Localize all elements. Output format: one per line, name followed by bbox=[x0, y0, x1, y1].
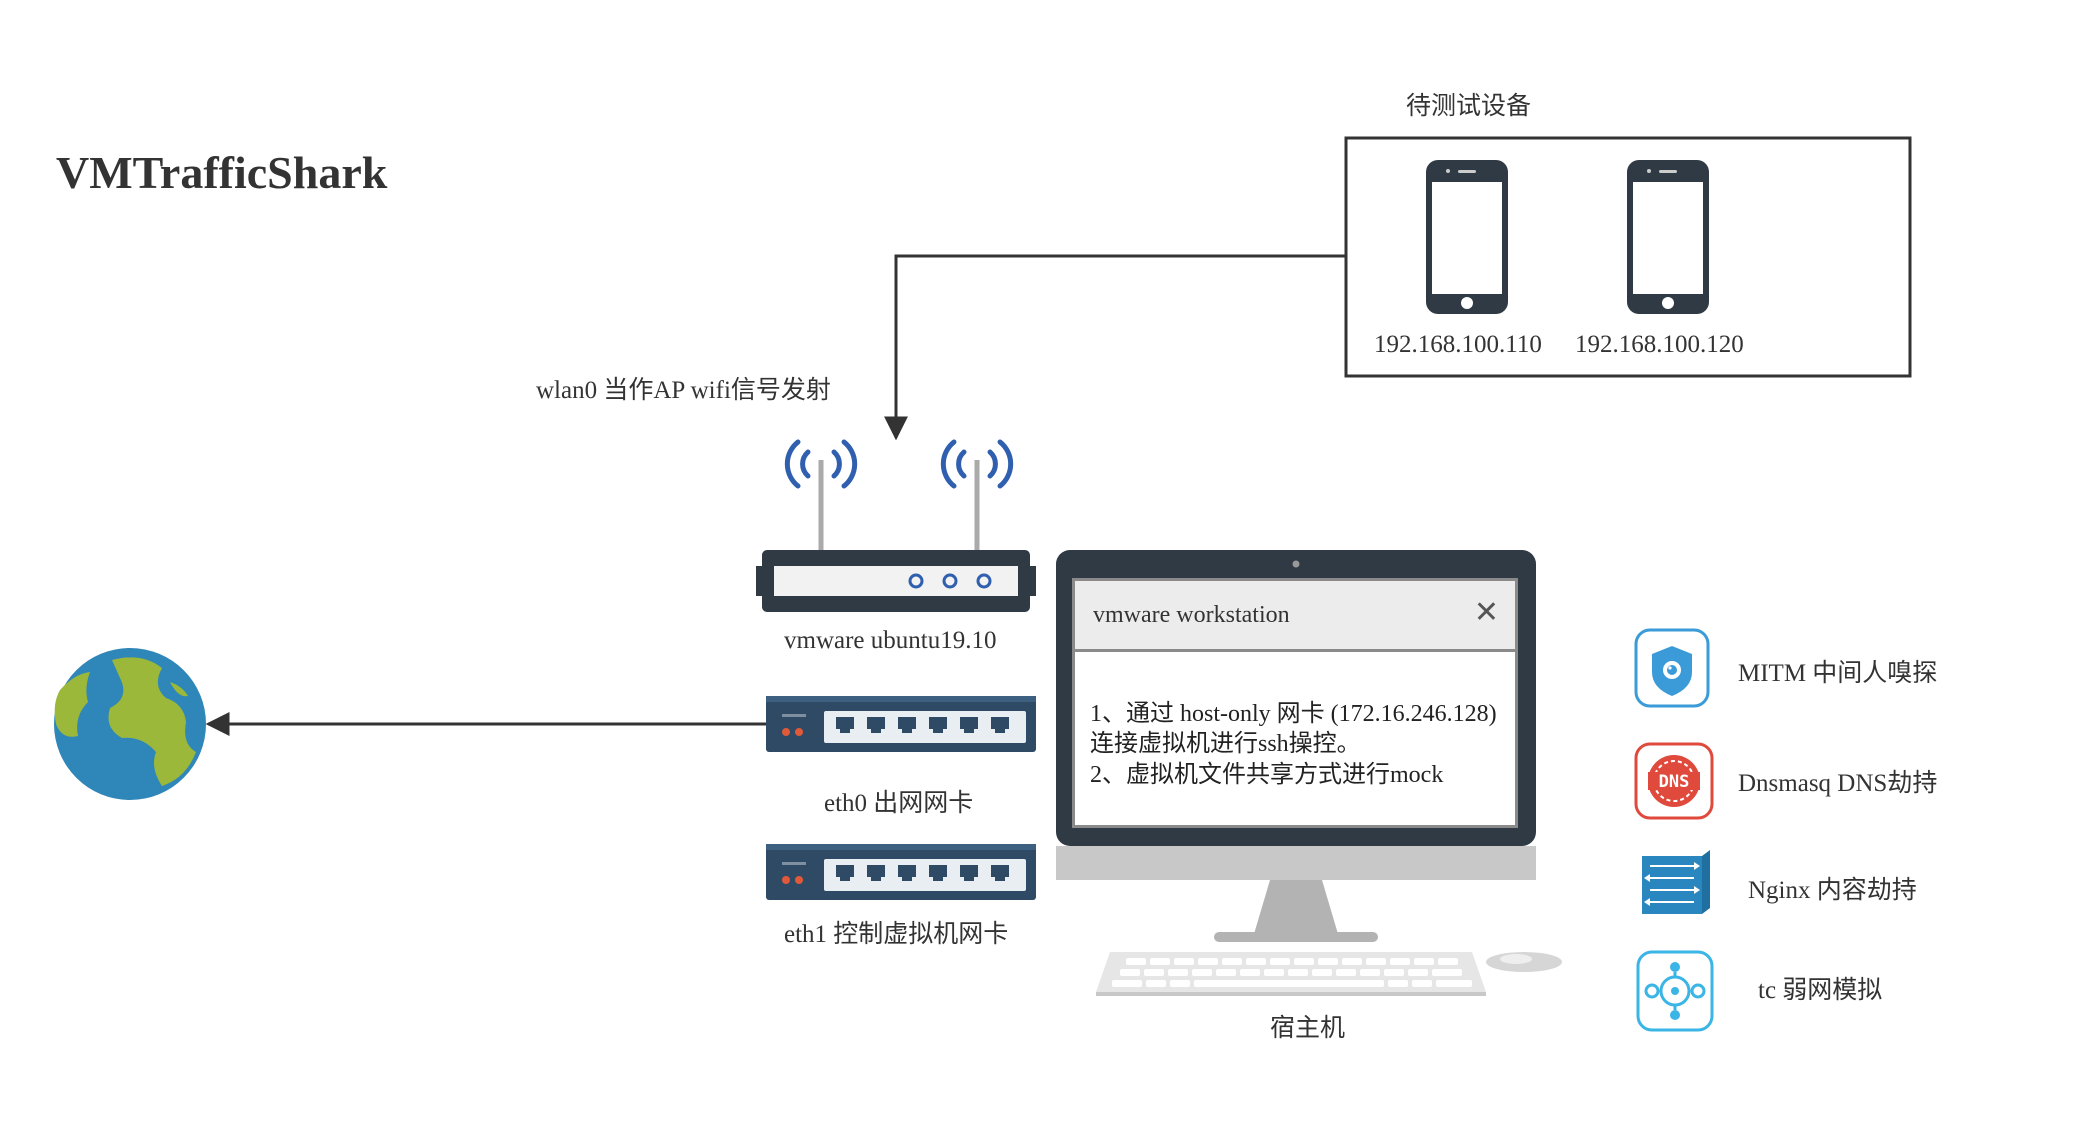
vm-window-title: vmware workstation bbox=[1093, 602, 1290, 628]
vm-window: vmware workstation ✕ bbox=[1072, 578, 1518, 828]
vm-note-line: 连接虚拟机进行ssh操控。 bbox=[1090, 731, 1361, 757]
network-hub-icon bbox=[1636, 950, 1714, 1032]
eth0-label: eth0 出网网卡 bbox=[824, 790, 974, 817]
shield-camera-icon bbox=[1634, 628, 1710, 708]
eth1-label: eth1 控制虚拟机网卡 bbox=[784, 921, 1009, 948]
keyboard-icon bbox=[1096, 952, 1486, 996]
page-title: VMTrafficShark bbox=[56, 147, 388, 198]
vm-note-line: 1、通过 host-only 网卡 (172.16.246.128) bbox=[1090, 701, 1497, 727]
switch-eth0-icon bbox=[766, 696, 1036, 752]
wlan-label: wlan0 当作AP wifi信号发射 bbox=[536, 377, 831, 404]
phone-ip-label: 192.168.100.110 bbox=[1374, 331, 1542, 358]
phone-icon bbox=[1426, 160, 1508, 314]
close-icon[interactable]: ✕ bbox=[1473, 595, 1499, 630]
feature-label-nginx: Nginx 内容劫持 bbox=[1748, 877, 1917, 904]
nginx-switch-icon bbox=[1642, 850, 1710, 914]
switch-eth1-icon bbox=[766, 844, 1036, 900]
phone-icon bbox=[1627, 160, 1709, 314]
router-icon bbox=[756, 439, 1036, 612]
globe-icon bbox=[54, 648, 206, 800]
vm-note-line: 2、虚拟机文件共享方式进行mock bbox=[1090, 762, 1444, 788]
phone-ip-label: 192.168.100.120 bbox=[1575, 331, 1744, 358]
dns-icon: DNS bbox=[1634, 742, 1714, 820]
svg-text:DNS: DNS bbox=[1659, 772, 1690, 792]
router-label: vmware ubuntu19.10 bbox=[784, 627, 997, 654]
feature-label-tc: tc 弱网模拟 bbox=[1758, 977, 1883, 1004]
feature-label-dns: Dnsmasq DNS劫持 bbox=[1738, 770, 1938, 797]
wifi-connector-line bbox=[884, 254, 1346, 441]
host-label: 宿主机 bbox=[1270, 1015, 1346, 1042]
feature-label-mitm: MITM 中间人嗅探 bbox=[1738, 660, 1938, 687]
vm-window-titlebar: vmware workstation ✕ bbox=[1075, 581, 1515, 652]
device-group-label: 待测试设备 bbox=[1406, 93, 1532, 120]
mouse-icon bbox=[1486, 952, 1562, 972]
